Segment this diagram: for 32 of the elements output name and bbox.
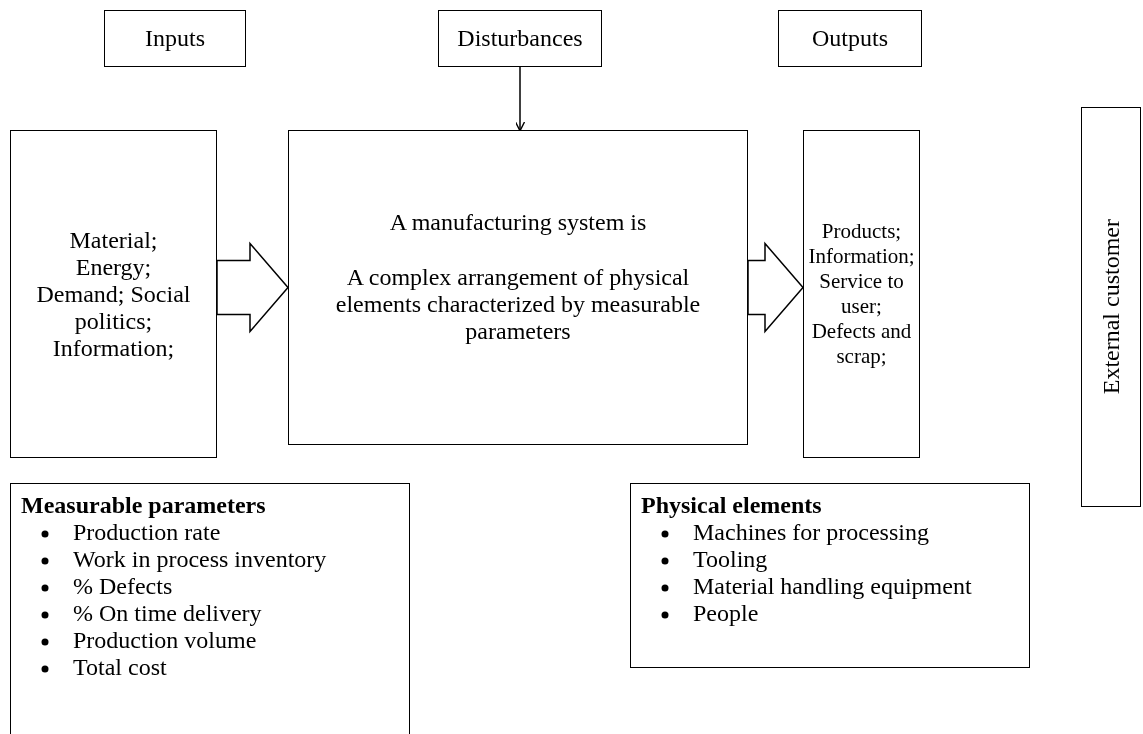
panel-heading: Physical elements	[641, 492, 822, 519]
box-text: Disturbances	[457, 25, 583, 52]
input-box	[10, 130, 217, 458]
panel-heading: Measurable parameters	[21, 492, 266, 519]
label-box	[778, 10, 922, 67]
list-item: Material handling equipment	[693, 573, 972, 600]
label-box	[438, 10, 602, 67]
elements-panel	[630, 483, 1030, 668]
box-text: External customer	[1097, 219, 1125, 395]
box-text: Material; Energy; Demand; Social politics; Information;	[35, 226, 192, 362]
list-item: Tooling	[693, 546, 768, 573]
label-box	[104, 10, 246, 67]
list-item: Work in process inventory	[73, 546, 327, 573]
box-heading: A manufacturing system is	[389, 209, 647, 236]
block-arrow	[747, 241, 804, 334]
box-text: Outputs	[812, 25, 888, 52]
box-text: A complex arrangement of physical elements characterized by measurable parameters	[334, 264, 702, 345]
list-item: Production volume	[73, 627, 257, 654]
list-item: Total cost	[73, 654, 167, 681]
list-item: % Defects	[73, 573, 173, 600]
list-item: People	[693, 600, 759, 627]
box-text: Products; Information; Service to user; Defects and scrap;	[808, 219, 915, 369]
system-box	[288, 130, 748, 445]
customer-box	[1081, 107, 1141, 507]
output-box	[803, 130, 920, 458]
block-arrow	[216, 241, 289, 334]
list-item: Production rate	[73, 519, 221, 546]
list-item: Machines for processing	[693, 519, 929, 546]
parameters-panel	[10, 483, 410, 734]
arrow	[514, 66, 526, 132]
list-item: % On time delivery	[73, 600, 262, 627]
box-text: Inputs	[145, 25, 205, 52]
